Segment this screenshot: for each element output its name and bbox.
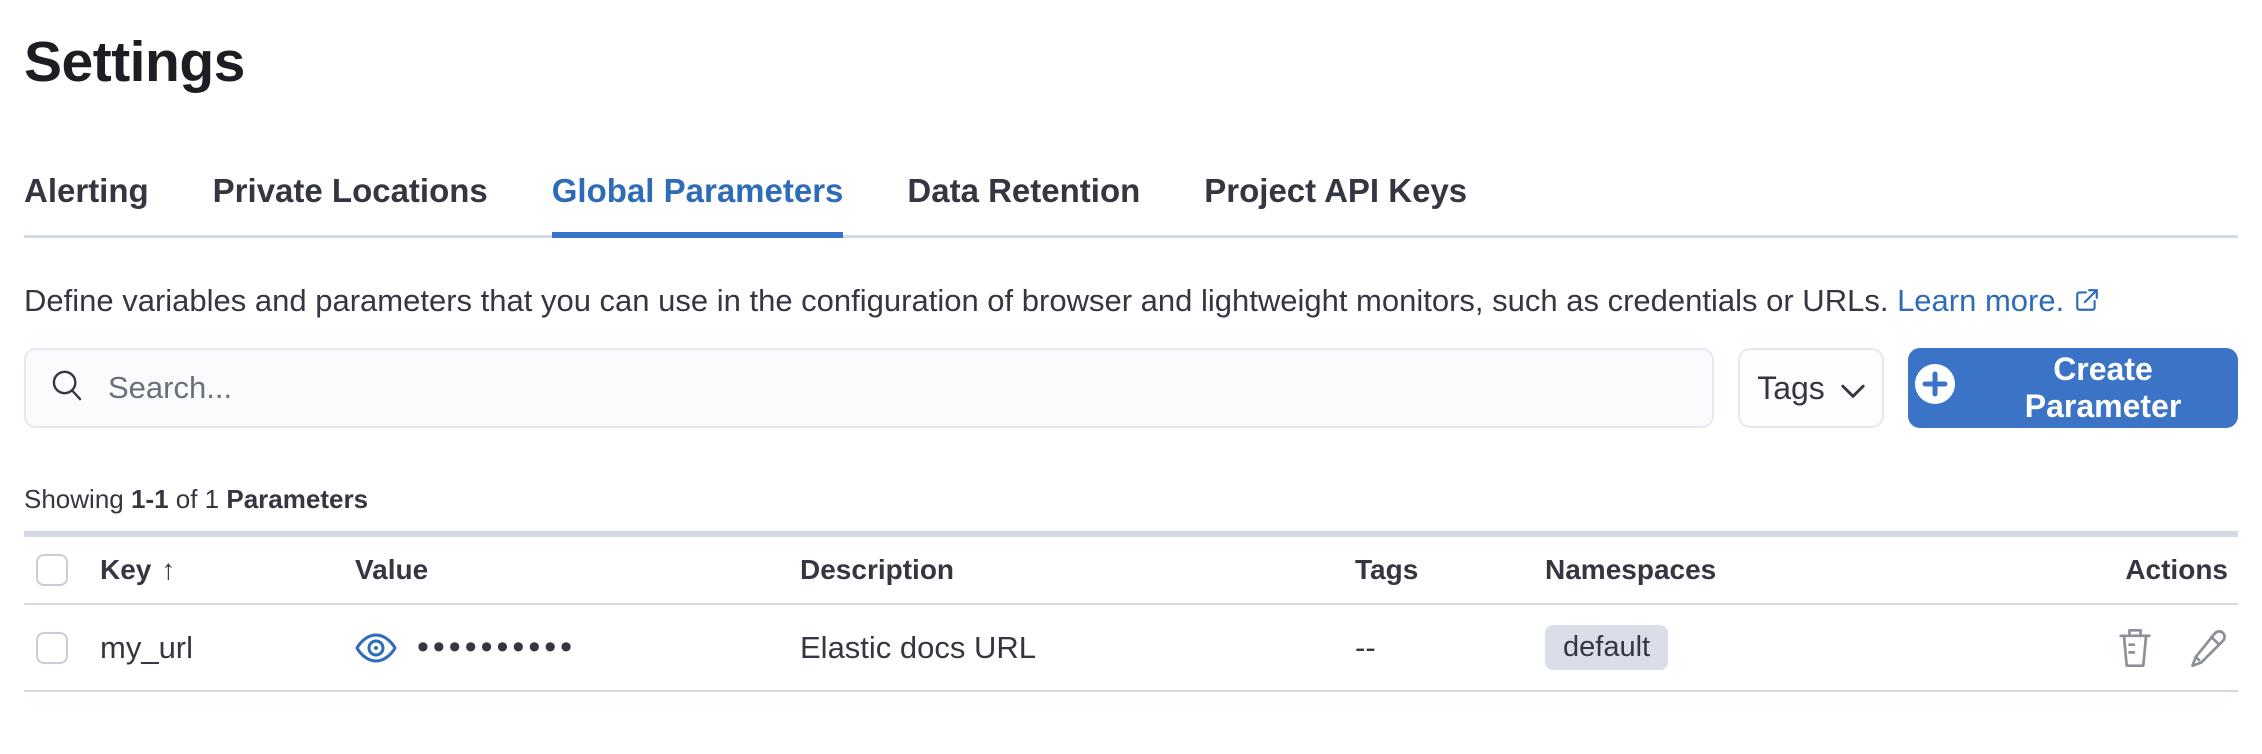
pencil-icon[interactable] — [2188, 628, 2228, 668]
chevron-down-icon — [1841, 370, 1865, 407]
header-tags-label: Tags — [1355, 554, 1419, 585]
header-tags: Tags — [1355, 554, 1545, 586]
header-value-label: Value — [355, 554, 429, 585]
table-top-border — [24, 531, 2238, 537]
parameters-table: Key ↑ Value Description Tags Namespaces … — [24, 531, 2238, 692]
row-checkbox-cell — [24, 631, 100, 664]
table-row: my_url •••••••••• Elastic docs URL -- de… — [24, 605, 2238, 692]
search-input[interactable] — [106, 369, 1690, 407]
summary-range: 1-1 — [130, 484, 169, 514]
table-header-row: Key ↑ Value Description Tags Namespaces … — [24, 537, 2238, 605]
parameter-tags: -- — [1355, 629, 1376, 665]
results-summary: Showing 1-1 of 1 Parameters — [24, 484, 2238, 515]
header-namespaces: Namespaces — [1545, 554, 1940, 586]
tab-alerting[interactable]: Alerting — [24, 172, 149, 209]
plus-in-circle-icon — [1914, 363, 1956, 413]
header-value: Value — [355, 554, 800, 586]
tab-data-retention[interactable]: Data Retention — [907, 172, 1141, 209]
search-box[interactable] — [24, 348, 1714, 428]
settings-page: Settings Alerting Private Locations Glob… — [24, 30, 2238, 692]
select-all-checkbox[interactable] — [36, 554, 68, 586]
trash-icon[interactable] — [2116, 627, 2154, 669]
learn-more-label: Learn more. — [1897, 283, 2065, 318]
summary-middle: of 1 — [168, 484, 227, 514]
external-link-icon — [2074, 278, 2100, 328]
tab-private-locations[interactable]: Private Locations — [212, 172, 488, 209]
create-parameter-button[interactable]: Create Parameter — [1908, 348, 2238, 428]
learn-more-link[interactable]: Learn more. — [1897, 283, 2100, 318]
tab-project-api-keys[interactable]: Project API Keys — [1204, 172, 1468, 209]
tab-global-parameters[interactable]: Global Parameters — [551, 172, 844, 238]
row-namespaces-cell: default — [1545, 625, 1940, 670]
header-description-label: Description — [800, 554, 955, 585]
parameter-description: Elastic docs URL — [800, 629, 1037, 665]
create-parameter-label: Create Parameter — [2024, 351, 2182, 424]
tags-filter-button[interactable]: Tags — [1738, 348, 1884, 428]
row-value-cell: •••••••••• — [355, 628, 800, 667]
search-icon — [48, 367, 86, 410]
row-description-cell: Elastic docs URL — [800, 630, 1355, 666]
header-namespaces-label: Namespaces — [1545, 554, 1717, 585]
header-checkbox-cell — [24, 554, 100, 586]
eye-icon[interactable] — [355, 633, 397, 663]
header-actions-label: Actions — [2125, 554, 2228, 585]
settings-tab-bar: Alerting Private Locations Global Parame… — [24, 172, 2238, 238]
header-description: Description — [800, 554, 1355, 586]
row-tags-cell: -- — [1355, 630, 1545, 666]
masked-value: •••••••••• — [417, 628, 577, 666]
row-checkbox[interactable] — [36, 631, 68, 664]
parameters-toolbar: Tags Create Parameter — [24, 348, 2238, 428]
row-actions-cell — [1940, 627, 2238, 669]
header-actions: Actions — [1940, 554, 2238, 586]
summary-prefix: Showing — [24, 484, 131, 514]
parameter-key: my_url — [100, 629, 194, 665]
tags-filter-label: Tags — [1757, 369, 1825, 406]
header-key[interactable]: Key ↑ — [100, 554, 355, 586]
page-title: Settings — [24, 30, 245, 94]
summary-entity: Parameters — [226, 484, 369, 514]
row-key-cell: my_url — [100, 630, 355, 666]
page-description: Define variables and parameters that you… — [24, 276, 2238, 328]
namespace-badge: default — [1545, 625, 1669, 670]
header-key-label: Key — [100, 554, 152, 585]
description-text: Define variables and parameters that you… — [24, 283, 1889, 318]
sort-ascending-icon: ↑ — [161, 554, 176, 585]
